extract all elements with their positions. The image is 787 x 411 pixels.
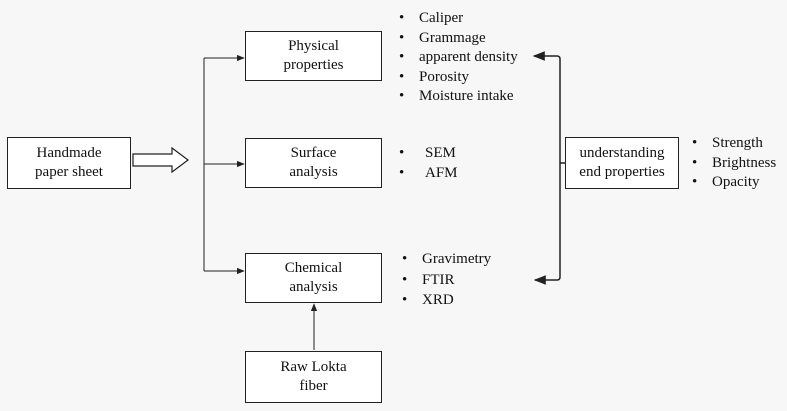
handmade-line1: Handmade xyxy=(36,145,102,161)
chemical-line2: analysis xyxy=(289,279,338,295)
list-item: Moisture intake xyxy=(399,87,518,107)
list-item: Brightness xyxy=(692,154,776,174)
list-item: apparent density xyxy=(399,48,518,68)
surface-analysis-list: SEM AFM xyxy=(399,144,458,183)
chemical-analysis-list: Gravimetry FTIR XRD xyxy=(402,249,491,311)
block-arrow xyxy=(132,146,189,174)
end-properties-list: Strength Brightness Opacity xyxy=(692,134,776,193)
list-item: XRD xyxy=(402,290,491,311)
list-item: Gravimetry xyxy=(402,249,491,270)
list-item: Caliper xyxy=(399,9,518,29)
physical-line1: Physical xyxy=(288,38,339,54)
chemical-analysis-box: Chemical analysis xyxy=(245,253,382,303)
list-item: Opacity xyxy=(692,173,776,193)
surface-line2: analysis xyxy=(289,164,338,180)
list-item: SEM xyxy=(399,144,458,164)
physical-line2: properties xyxy=(283,57,344,73)
handmade-line2: paper sheet xyxy=(35,164,103,180)
raw-lokta-fiber-box: Raw Lokta fiber xyxy=(245,351,382,403)
raw-line1: Raw Lokta xyxy=(280,359,347,375)
understanding-line2: end properties xyxy=(579,164,665,180)
list-item: Grammage xyxy=(399,29,518,49)
list-item: FTIR xyxy=(402,270,491,291)
list-item: AFM xyxy=(399,164,458,184)
bracket-line xyxy=(535,55,561,281)
chemical-line1: Chemical xyxy=(284,260,343,276)
surface-line1: Surface xyxy=(290,145,337,161)
understanding-line1: understanding xyxy=(579,145,665,161)
raw-line2: fiber xyxy=(299,378,328,394)
list-item: Strength xyxy=(692,134,776,154)
handmade-paper-box: Handmade paper sheet xyxy=(7,137,131,189)
surface-analysis-box: Surface analysis xyxy=(245,138,382,188)
list-item: Porosity xyxy=(399,68,518,88)
physical-properties-box: Physical properties xyxy=(245,31,382,81)
understanding-end-properties-box: understanding end properties xyxy=(565,137,679,189)
physical-properties-list: Caliper Grammage apparent density Porosi… xyxy=(399,9,518,107)
